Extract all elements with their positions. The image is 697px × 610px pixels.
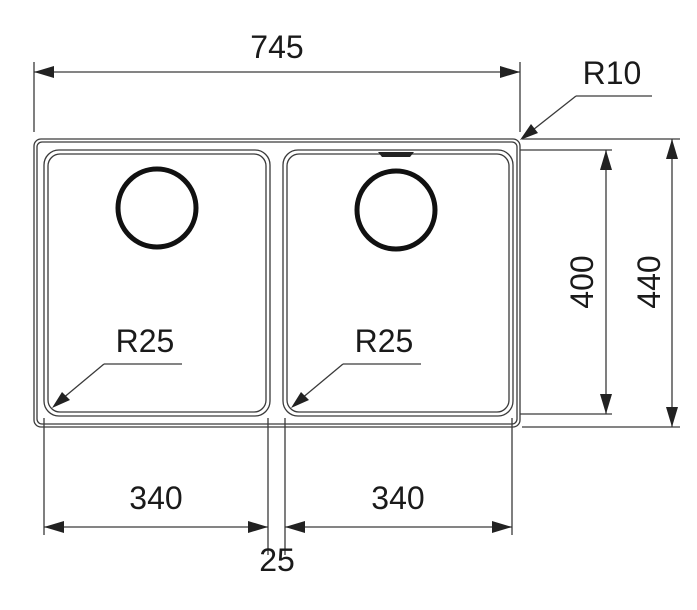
right-bowl-width-label: 340	[371, 480, 424, 516]
sink-outer-rim-inner	[36, 141, 518, 425]
overall-width-label: 745	[250, 29, 303, 65]
overall-height-label: 440	[631, 255, 667, 308]
right-bowl-radius-label: R25	[355, 323, 414, 359]
dimension-overall-width: 745	[33, 29, 521, 132]
dimension-outer-radius: R10	[520, 55, 652, 140]
right-drain-icon	[354, 168, 438, 252]
left-bowl-width-label: 340	[129, 480, 182, 516]
left-bowl-radius-label: R25	[116, 323, 175, 359]
dimension-right-bowl-radius: R25	[291, 323, 421, 408]
overflow-slot	[378, 152, 414, 157]
dimension-left-bowl-radius: R25	[52, 323, 182, 408]
divider-width-label: 25	[259, 542, 295, 578]
sink-outer-rim	[33, 138, 521, 428]
right-bowl	[282, 149, 514, 417]
left-bowl	[43, 149, 271, 417]
dimension-right: 400 440	[520, 138, 680, 428]
outer-radius-label: R10	[583, 55, 642, 91]
left-drain-icon	[115, 166, 199, 250]
dimension-bottom: 340 340 25	[43, 418, 513, 578]
bowl-height-label: 400	[564, 255, 600, 308]
